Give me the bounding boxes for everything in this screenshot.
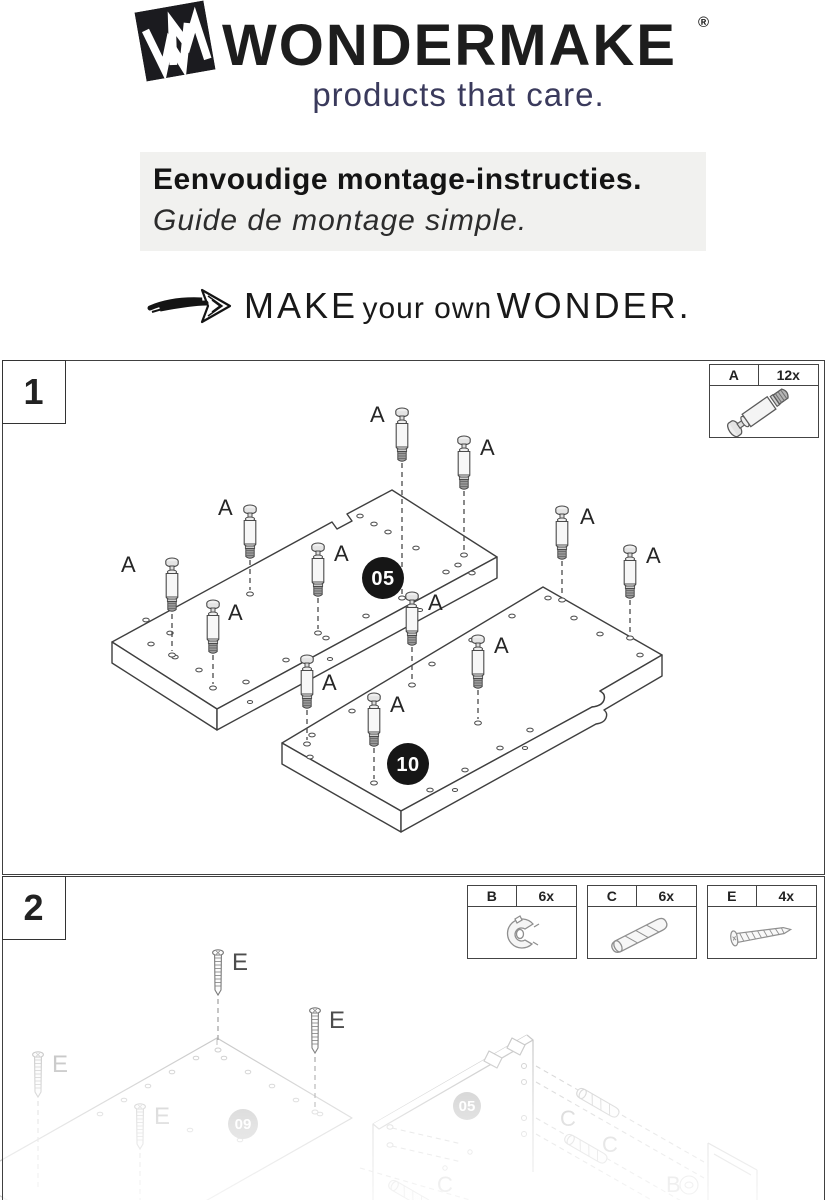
registered-trademark: ® [698,14,710,31]
part-labels-a: A A A A A A A A A A A A [121,402,661,717]
hardware-id: E [708,886,757,906]
step-2-panel: 2 B 6x C 6x [1,875,825,1200]
brand-name: WONDERMAKE [222,13,677,78]
board-badge-05: 05 [362,557,404,599]
svg-text:A: A [428,590,443,615]
svg-text:A: A [390,692,405,717]
svg-text:E: E [329,1007,345,1034]
intro-title-dutch: Eenvoudige montage-instructies. [153,163,642,196]
svg-text:10: 10 [396,754,419,776]
intro-box: Eenvoudige montage-instructies. Guide de… [140,152,706,251]
svg-text:A: A [646,543,661,568]
wm-monogram-icon [134,0,216,82]
step-1-number: 1 [1,359,66,424]
slogan-middle: your own [362,292,493,325]
svg-text:A: A [480,435,495,460]
hardware-box-c: C 6x [587,885,697,959]
step1-drawing: A A A A A A A A A A A A 05 10 [111,402,663,833]
step-1-panel: 1 A 12x [1,359,825,875]
svg-text:A: A [334,541,349,566]
dowel-icon [611,917,668,953]
board-10 [281,586,663,833]
hardware-box-a: A 12x [709,364,819,438]
screw-icon [730,926,793,947]
wondermake-logo [134,0,216,82]
target-holes [168,552,634,786]
step-2-number: 2 [1,875,66,940]
hardware-box-b: B 6x [467,885,577,959]
intro-title-french: Guide de montage simple. [153,204,528,237]
board-badge-10: 10 [387,743,429,785]
svg-text:A: A [218,495,233,520]
slogan-make: MAKE [244,285,359,326]
hardware-id: B [468,886,517,906]
cam-lock-icon [506,915,540,949]
svg-text:05: 05 [371,568,394,590]
svg-text:E: E [232,949,248,976]
hardware-qty: 12x [776,367,800,383]
hardware-qty: 4x [778,888,795,904]
hardware-qty: 6x [538,888,555,904]
board-10-holes [306,595,644,793]
hardware-box-e: E 4x [707,885,817,959]
arrow-icon [147,288,232,324]
svg-text:A: A [580,504,595,529]
hardware-id: C [588,886,637,906]
board-05 [111,489,498,731]
hardware-qty: 6x [658,888,675,904]
svg-text:A: A [322,670,337,695]
connector-bolt-icon [727,388,789,438]
brand-tagline: products that care. [312,76,605,113]
svg-text:A: A [494,633,509,658]
hardware-id: A [710,365,759,385]
slogan-row: MAKE your own WONDER. [146,284,692,328]
slogan-text: MAKE your own WONDER. [244,285,692,327]
svg-text:A: A [121,552,136,577]
bottom-fade-overlay [3,1041,824,1200]
svg-text:A: A [228,600,243,625]
slogan-wonder: WONDER. [496,285,692,326]
svg-text:A: A [370,402,385,427]
